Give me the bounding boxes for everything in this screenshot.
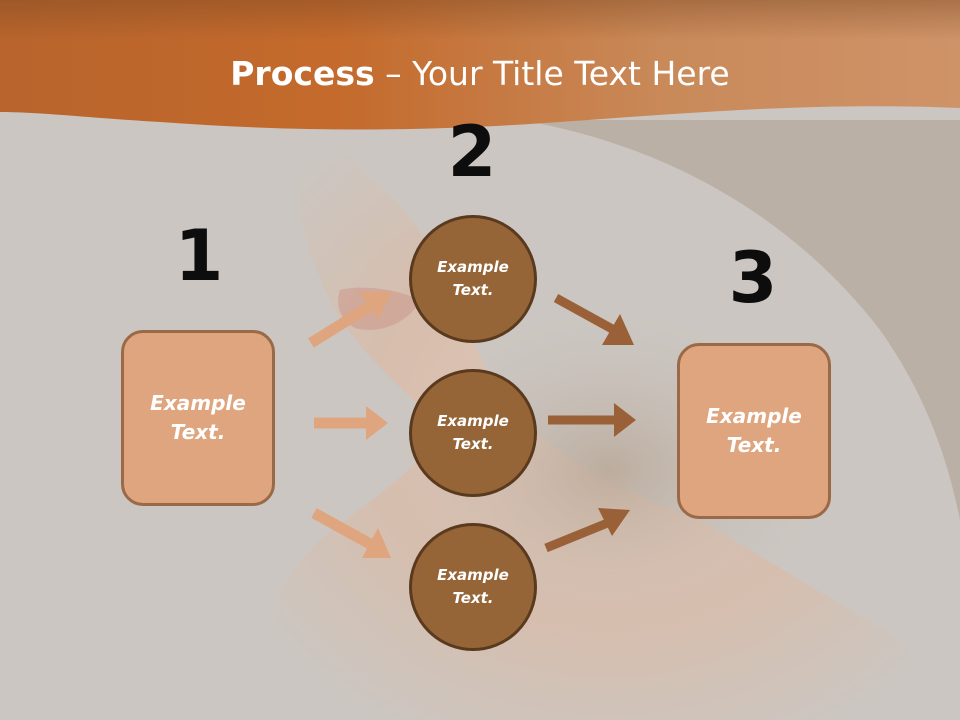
page-title: Process – Your Title Text Here [230, 54, 730, 93]
circle-top: Example Text. [409, 215, 537, 343]
circle-bottom: Example Text. [409, 523, 537, 651]
circle-top-label: Example Text. [437, 258, 509, 299]
circle-middle-label: Example Text. [437, 412, 509, 453]
step-3-box-label: Example Text. [706, 404, 802, 457]
circle-middle: Example Text. [409, 369, 537, 497]
arrow-from-circle-bottom [544, 508, 630, 553]
step-number-2: 2 [447, 111, 497, 193]
step-3-box: Example Text. [677, 343, 831, 519]
step-1-box-label: Example Text. [150, 391, 246, 444]
arrow-to-circle-bottom [311, 508, 391, 558]
arrow-from-circle-top [553, 294, 634, 345]
arrow-to-circle-top [308, 292, 392, 348]
arrow-to-circle-middle [314, 406, 388, 440]
step-number-3: 3 [728, 237, 778, 319]
step-number-1: 1 [174, 215, 224, 297]
step-1-box: Example Text. [121, 330, 275, 506]
circle-bottom-label: Example Text. [437, 566, 509, 607]
arrow-from-circle-middle [548, 403, 636, 437]
